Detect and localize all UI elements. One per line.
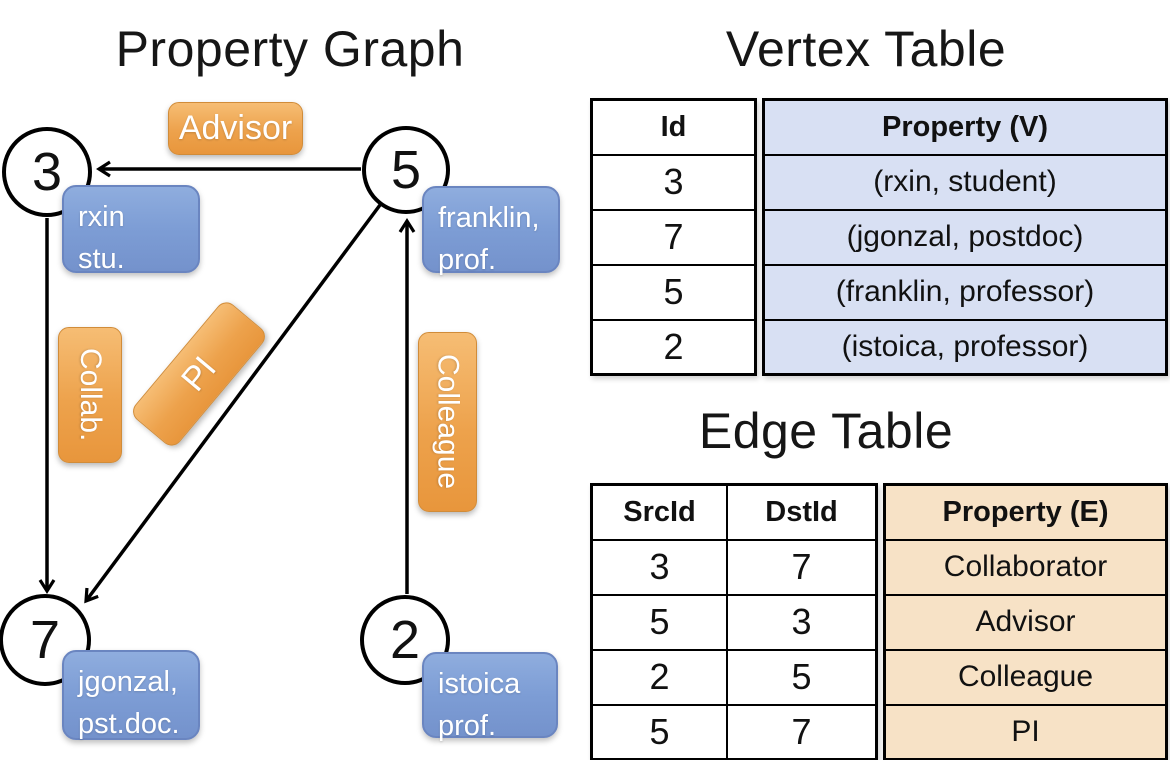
vertex-table-cell-id: 7 (590, 208, 757, 266)
vertex-label-line: pst.doc. (78, 708, 180, 741)
vertex-label-rxin: rxin stu. (62, 185, 200, 275)
vertex-id: 5 (390, 140, 422, 200)
vertex-circle-2: 2 (360, 595, 450, 685)
edge-table-title: Edge Table (698, 403, 954, 459)
vertex-table-cell-property: (istoica, professor) (762, 318, 1168, 376)
edge-table-cell-src: 5 (590, 703, 728, 760)
vertex-table-title: Vertex Table (725, 21, 1007, 77)
edge-table-cell-src: 2 (590, 648, 728, 706)
vertex-id: 7 (29, 610, 61, 670)
edge-table-cell-dst: 7 (726, 703, 878, 760)
vertex-table-id-column: Id 3 7 5 2 (590, 98, 757, 376)
vertex-table: Id 3 7 5 2 Property (V) (rxin, student) … (590, 98, 1168, 376)
vertex-label-line: prof. (438, 244, 497, 277)
vertex-label-line: prof. (438, 710, 497, 743)
edge-table-header-property: Property (E) (883, 483, 1168, 541)
edge-table-header-dst: DstId (726, 483, 878, 541)
edge-label-colleague: Colleague (418, 332, 477, 512)
edge-table-cell-dst: 5 (726, 648, 878, 706)
vertex-label-line: rxin (78, 201, 125, 233)
property-graph-title: Property Graph (115, 21, 465, 77)
edge-label-advisor: Advisor (168, 102, 303, 155)
graph-edges-layer (38, 160, 416, 604)
edge-table-id-columns: SrcId DstId 3 7 5 3 2 5 5 7 (590, 483, 878, 760)
edge-table-cell-dst: 3 (726, 593, 878, 651)
vertex-table-cell-id: 2 (590, 318, 757, 376)
vertex-table-header-property: Property (V) (762, 98, 1168, 156)
vertex-table-cell-property: (franklin, professor) (762, 263, 1168, 321)
vertex-label-line: franklin, (438, 202, 540, 234)
vertex-table-header-id: Id (590, 98, 757, 156)
edge-table-header-src: SrcId (590, 483, 728, 541)
vertex-id: 2 (389, 610, 421, 670)
edge-table-cell-dst: 7 (726, 538, 878, 596)
vertex-label-line: istoica (438, 668, 521, 700)
edge-label-collab: Collab. (58, 327, 122, 463)
vertex-table-cell-id: 5 (590, 263, 757, 321)
edge-table-cell-property: PI (883, 703, 1168, 760)
vertex-table-cell-property: (rxin, student) (762, 153, 1168, 211)
vertex-label-line: stu. (78, 243, 125, 276)
vertex-table-cell-property: (jgonzal, postdoc) (762, 208, 1168, 266)
vertex-circle-5: 5 (362, 126, 450, 214)
edge-table-cell-property: Collaborator (883, 538, 1168, 596)
edge-arrow-5-to-7 (84, 203, 382, 604)
vertex-table-cell-id: 3 (590, 153, 757, 211)
vertex-label-franklin: franklin, prof. (422, 186, 560, 276)
vertex-id: 3 (31, 142, 63, 202)
edge-table-cell-src: 3 (590, 538, 728, 596)
edge-table-cell-property: Colleague (883, 648, 1168, 706)
vertex-label-istoica: istoica prof. (422, 652, 558, 742)
edge-table-cell-property: Advisor (883, 593, 1168, 651)
edge-table: SrcId DstId 3 7 5 3 2 5 5 7 Property (E) (590, 483, 1168, 760)
edge-table-cell-src: 5 (590, 593, 728, 651)
vertex-table-property-column: Property (V) (rxin, student) (jgonzal, p… (762, 98, 1168, 376)
vertex-label-line: jgonzal, (78, 666, 178, 698)
edge-table-property-column: Property (E) Collaborator Advisor Collea… (883, 483, 1168, 760)
vertex-label-jgonzal: jgonzal, pst.doc. (62, 650, 200, 740)
